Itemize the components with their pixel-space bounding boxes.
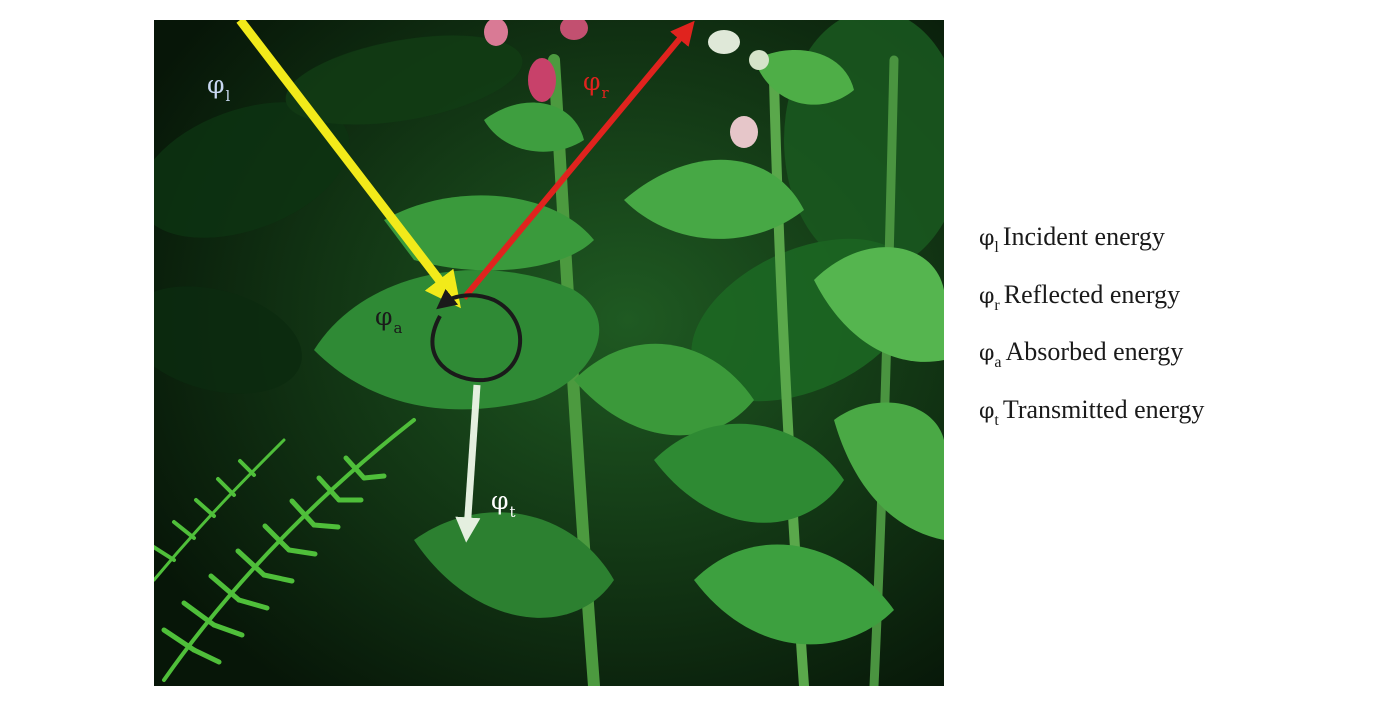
fern-fronds (154, 418, 416, 682)
reflected-symbol: φ (583, 67, 601, 96)
legend-text: Absorbed energy (1005, 337, 1184, 366)
legend-symbol: φ (979, 226, 995, 251)
legend-text: Incident energy (1002, 222, 1165, 251)
absorbed-energy-arrow (430, 288, 523, 383)
transmitted-subscript: t (509, 503, 516, 521)
reflected-subscript: r (601, 84, 609, 102)
foxglove-flowers (484, 20, 769, 148)
legend-text: Reflected energy (1003, 279, 1181, 309)
absorbed-symbol: φ (375, 302, 393, 331)
legend-text: Transmitted energy (1002, 394, 1205, 424)
incident-label: φl (207, 70, 230, 104)
absorbed-subscript: a (393, 319, 403, 337)
transmitted-label: φt (491, 486, 516, 520)
incident-symbol: φ (207, 70, 225, 99)
legend-symbol: φ (979, 341, 995, 366)
incident-energy-arrow (236, 20, 461, 309)
legend-subscript: l (994, 239, 999, 256)
legend-subscript: a (994, 354, 1002, 371)
incident-subscript: l (225, 87, 231, 105)
legend-symbol: φ (979, 283, 995, 309)
transmitted-symbol: φ (491, 486, 509, 515)
legend-subscript: r (994, 296, 1000, 314)
transmitted-energy-arrow (455, 384, 481, 543)
reflected-label: φr (583, 67, 609, 101)
legend-symbol: φ (979, 398, 995, 424)
legend-subscript: t (994, 411, 999, 429)
absorbed-label: φa (375, 302, 402, 336)
plant-scene (154, 20, 944, 686)
plant-photo: φl φr φa φt (154, 20, 944, 686)
reflected-energy-arrow (461, 20, 695, 300)
